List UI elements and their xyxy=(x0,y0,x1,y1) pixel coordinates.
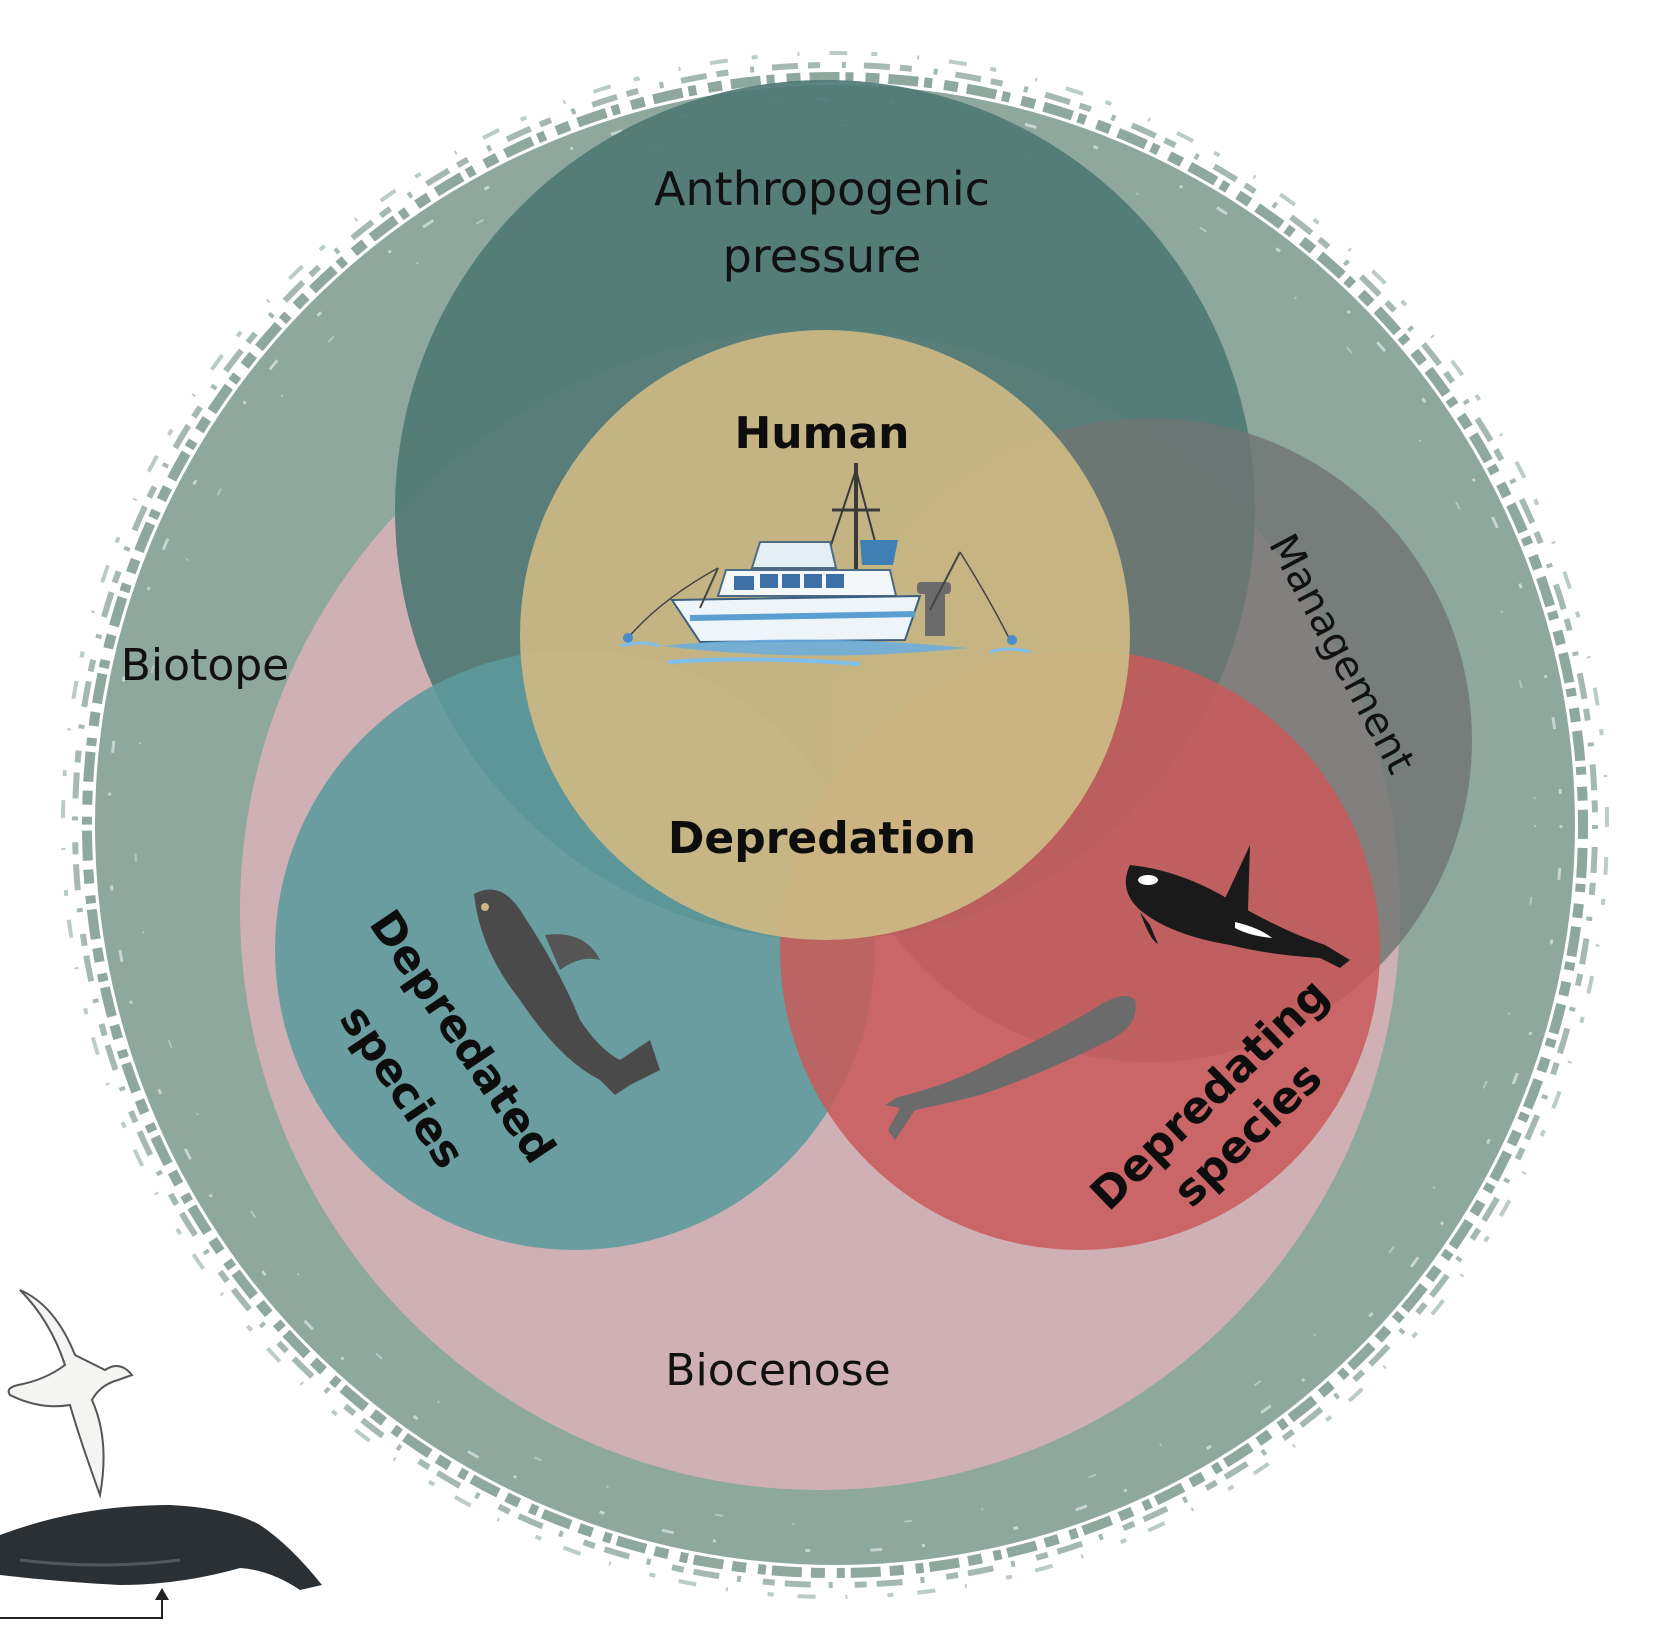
depredation-label: Depredation xyxy=(668,813,976,864)
fishing-boat-icon xyxy=(619,463,1031,666)
sperm-whale-icon xyxy=(885,996,1136,1140)
human-label: Human xyxy=(734,408,909,459)
anthropogenic-label-line2: pressure xyxy=(723,229,922,283)
right-whale-icon xyxy=(0,1505,322,1590)
biocenose-label: Biocenose xyxy=(665,1345,890,1396)
biotope-label: Biotope xyxy=(121,640,290,691)
orca-icon xyxy=(1125,845,1350,968)
scale-bar xyxy=(0,1588,169,1619)
grouper-fish-icon xyxy=(474,889,660,1095)
albatross-icon xyxy=(7,1289,134,1499)
anthropogenic-label-line1: Anthropogenic xyxy=(654,162,990,216)
